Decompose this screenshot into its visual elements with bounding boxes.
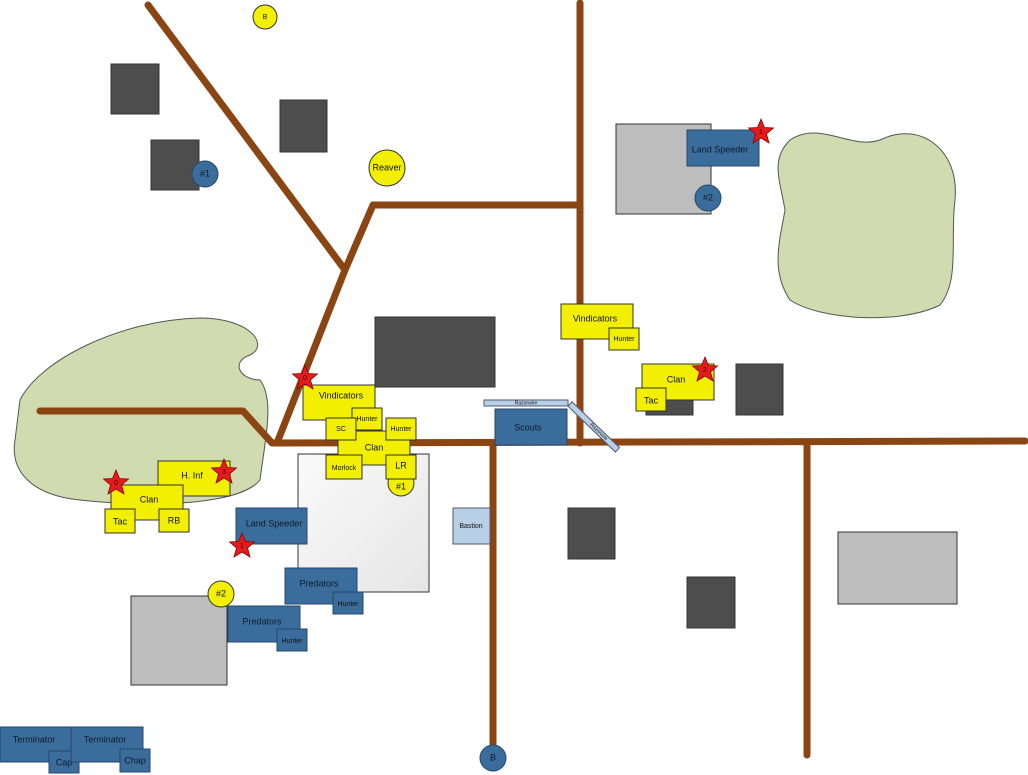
star-number: 1 (759, 129, 763, 136)
star-marker[interactable]: 2 (692, 356, 718, 382)
unit-land-speeder-right[interactable]: Land Speeder (686, 129, 760, 167)
unit-bastion[interactable]: Bastion (452, 507, 491, 545)
label: Terminator (84, 734, 127, 744)
label: Bastion (459, 523, 482, 530)
unit-morlock[interactable]: Morlock (325, 454, 363, 480)
label: Reaver (372, 162, 401, 172)
unit-hunter-b[interactable]: Hunter (385, 417, 417, 441)
label: Hunter (390, 426, 412, 433)
unit-tac-right[interactable]: Tac (635, 387, 667, 412)
objective-circle-b-top[interactable]: B (252, 4, 278, 30)
unit-tac-left[interactable]: Tac (104, 508, 136, 534)
label: Scouts (514, 422, 542, 432)
label: Vindicators (573, 313, 618, 323)
label: B (490, 752, 496, 762)
star-number: 0 (303, 375, 307, 382)
road-main (36, 407, 1028, 447)
label: Terminator (13, 734, 56, 744)
label: Hunter (356, 416, 378, 423)
ruin (150, 139, 200, 191)
star-number: 1 (240, 543, 244, 550)
star-marker[interactable]: 3 (211, 458, 237, 484)
label: Land Speeder (246, 518, 303, 528)
label: Cap (56, 757, 73, 767)
objective-circle-1-blue[interactable]: #1 (191, 160, 219, 188)
road-nw (144, 1, 349, 274)
objective-circle-2-yellow[interactable]: #2 (207, 580, 235, 608)
label: Hunter (281, 638, 303, 645)
objective-circle-2-blue[interactable]: #2 (694, 184, 722, 212)
label: Land Speeder (692, 144, 749, 154)
objective-circle-reaver[interactable]: Reaver (368, 149, 406, 187)
label: Clan (140, 494, 159, 504)
label: #1 (396, 481, 406, 491)
label: #2 (216, 588, 226, 598)
star-marker[interactable]: 1 (748, 118, 774, 144)
ruin (279, 99, 328, 153)
label: Hunter (337, 601, 359, 608)
road-north-connector (341, 201, 582, 274)
ruin (110, 63, 160, 115)
label: B (263, 14, 268, 21)
label: Hunter (613, 336, 635, 343)
unit-land-speeder-left[interactable]: Land Speeder (235, 507, 308, 545)
ruin (735, 363, 784, 416)
unit-sc[interactable]: SC (325, 417, 357, 441)
label: Clan (365, 442, 384, 452)
star-marker[interactable]: 1 (229, 532, 255, 558)
buildings (110, 63, 958, 686)
star-number: 0 (114, 480, 118, 487)
unit-hunter-p2[interactable]: Hunter (276, 628, 308, 652)
building (130, 595, 228, 686)
label: #2 (703, 192, 713, 202)
unit-scouts[interactable]: Scouts (494, 408, 568, 446)
label: Tac (644, 395, 659, 405)
label: LR (395, 460, 407, 470)
label: H. Inf (181, 470, 203, 480)
label: SC (336, 426, 346, 433)
roads (36, 0, 1028, 759)
label: Razorwire (515, 400, 538, 406)
razorwire-horizontal[interactable]: Razorwire (483, 399, 569, 407)
label: Predators (242, 616, 282, 626)
unit-chap[interactable]: Chap (119, 748, 151, 773)
label: Chap (124, 755, 146, 765)
unit-lr[interactable]: LR (385, 454, 417, 480)
ruin (374, 316, 496, 388)
star-number: 3 (222, 469, 226, 476)
label: Predators (299, 578, 339, 588)
label: RB (168, 515, 181, 525)
forest-area-right (777, 132, 956, 319)
label: Tac (113, 516, 128, 526)
star-marker[interactable]: 0 (103, 469, 129, 495)
star-marker[interactable]: 0 (292, 364, 318, 390)
unit-hunter-right[interactable]: Hunter (608, 327, 640, 351)
label: #1 (200, 168, 210, 178)
label: Morlock (332, 465, 357, 472)
road-diagonal (273, 266, 349, 447)
label: Vindicators (319, 390, 364, 400)
label: Clan (667, 374, 686, 384)
unit-rb[interactable]: RB (158, 508, 190, 533)
objective-circle-b-bottom[interactable]: B (479, 744, 507, 772)
building (837, 531, 958, 605)
unit-vindicators-left[interactable]: Vindicators (302, 384, 376, 421)
star-number: 2 (703, 367, 707, 374)
ruin (686, 576, 736, 629)
ruin (567, 507, 616, 560)
unit-hunter-p1[interactable]: Hunter (332, 591, 364, 615)
